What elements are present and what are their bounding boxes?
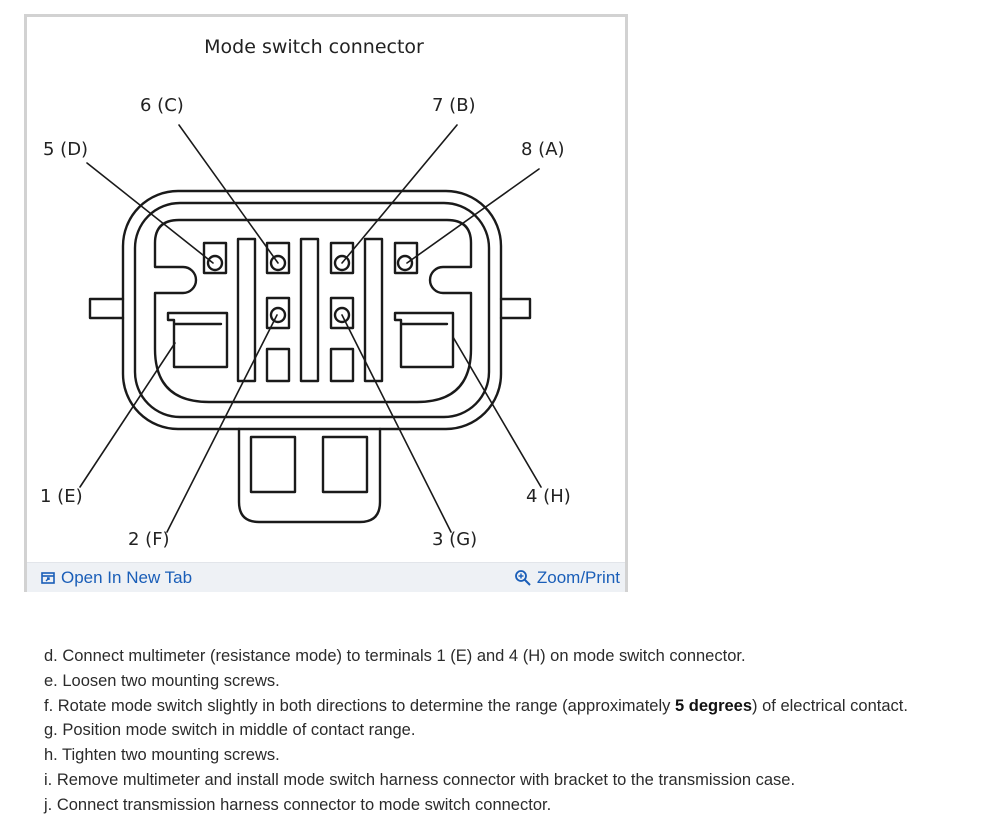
pin-2-cell: [265, 296, 291, 330]
pin-5-cell: [202, 241, 228, 275]
pin-label-6c: 6 (C): [140, 95, 184, 116]
pin-label-7b: 7 (B): [432, 95, 476, 116]
step-i: i. Remove multimeter and install mode sw…: [44, 770, 796, 789]
step-f-bold-value: 5 degrees: [674, 696, 753, 715]
step-f-text-start: f. Rotate mode switch slightly in both d…: [44, 696, 675, 715]
leader-line-5d: [86, 162, 214, 264]
leader-line-6c: [178, 124, 279, 264]
diagram-title: Mode switch connector: [204, 36, 424, 58]
connector-diagram: Mode switch connector 6 (C) 7 (B) 5 (D) …: [27, 17, 625, 562]
pin-label-1e: 1 (E): [40, 486, 83, 507]
leader-line-3g: [341, 314, 452, 533]
pin-4-terminal: [393, 311, 455, 369]
pin-label-2f: 2 (F): [128, 529, 170, 550]
step-e: e. Loosen two mounting screws.: [44, 671, 280, 690]
step-g: g. Position mode switch in middle of con…: [44, 721, 416, 740]
empty-cell-right: [329, 347, 355, 383]
step-d: d. Connect multimeter (resistance mode) …: [44, 647, 746, 665]
empty-cell-left: [265, 347, 291, 383]
open-in-new-tab-button[interactable]: Open In New Tab: [40, 568, 192, 588]
connector-housing-inner: [133, 201, 491, 419]
pin-7-contact: [333, 254, 351, 272]
connector-face: [153, 218, 473, 404]
step-h: h. Tighten two mounting screws.: [44, 746, 280, 765]
harness-lock-inner-left: [249, 435, 297, 494]
pin-3-cell: [329, 296, 355, 330]
leader-line-7b: [341, 124, 458, 264]
step-f-text-end: ) of electrical contact.: [752, 696, 908, 715]
left-side-tab: [88, 297, 125, 320]
harness-lock: [237, 427, 382, 524]
leader-line-2f: [166, 314, 278, 533]
pin-6-contact: [269, 254, 287, 272]
guide-slot-center: [299, 237, 320, 383]
step-j: j. Connect transmission harness connecto…: [44, 795, 552, 814]
zoom-magnifier-icon: [514, 570, 531, 586]
open-in-new-tab-label[interactable]: Open In New Tab: [61, 568, 193, 587]
zoom-print-label[interactable]: Zoom/Print: [536, 568, 620, 587]
leader-line-1e: [79, 342, 176, 488]
pin-label-4h: 4 (H): [526, 486, 571, 507]
leader-line-8a: [406, 168, 540, 264]
pin-label-8a: 8 (A): [521, 139, 565, 160]
harness-lock-inner-right: [321, 435, 369, 494]
figure-toolbar: Open In New Tab Zoom/Print: [27, 562, 625, 592]
connector-housing-outer: [121, 189, 503, 431]
pin-8-contact: [396, 254, 414, 272]
pin-7-cell: [329, 241, 355, 275]
pin-label-3g: 3 (G): [432, 529, 478, 550]
guide-slot-right: [363, 237, 384, 383]
step-f: f. Rotate mode switch slightly in both d…: [44, 694, 994, 719]
pin-8-cell: [393, 241, 419, 275]
pin-6-cell: [265, 241, 291, 275]
pin-1-terminal: [166, 311, 229, 369]
instruction-steps: d. Connect multimeter (resistance mode) …: [44, 644, 994, 818]
open-new-tab-icon: [41, 572, 55, 584]
leader-line-4h: [452, 336, 542, 488]
pin-2-contact: [269, 306, 287, 324]
right-side-tab: [499, 297, 532, 320]
pin-3-contact: [333, 306, 351, 324]
leader-lines: [79, 124, 542, 533]
connector-drawing: [79, 124, 542, 533]
figure-frame: Mode switch connector 6 (C) 7 (B) 5 (D) …: [24, 14, 628, 592]
pin-5-contact: [206, 254, 224, 272]
pin-label-5d: 5 (D): [43, 139, 89, 160]
guide-slot-left: [236, 237, 257, 383]
zoom-print-button[interactable]: Zoom/Print: [514, 568, 620, 588]
